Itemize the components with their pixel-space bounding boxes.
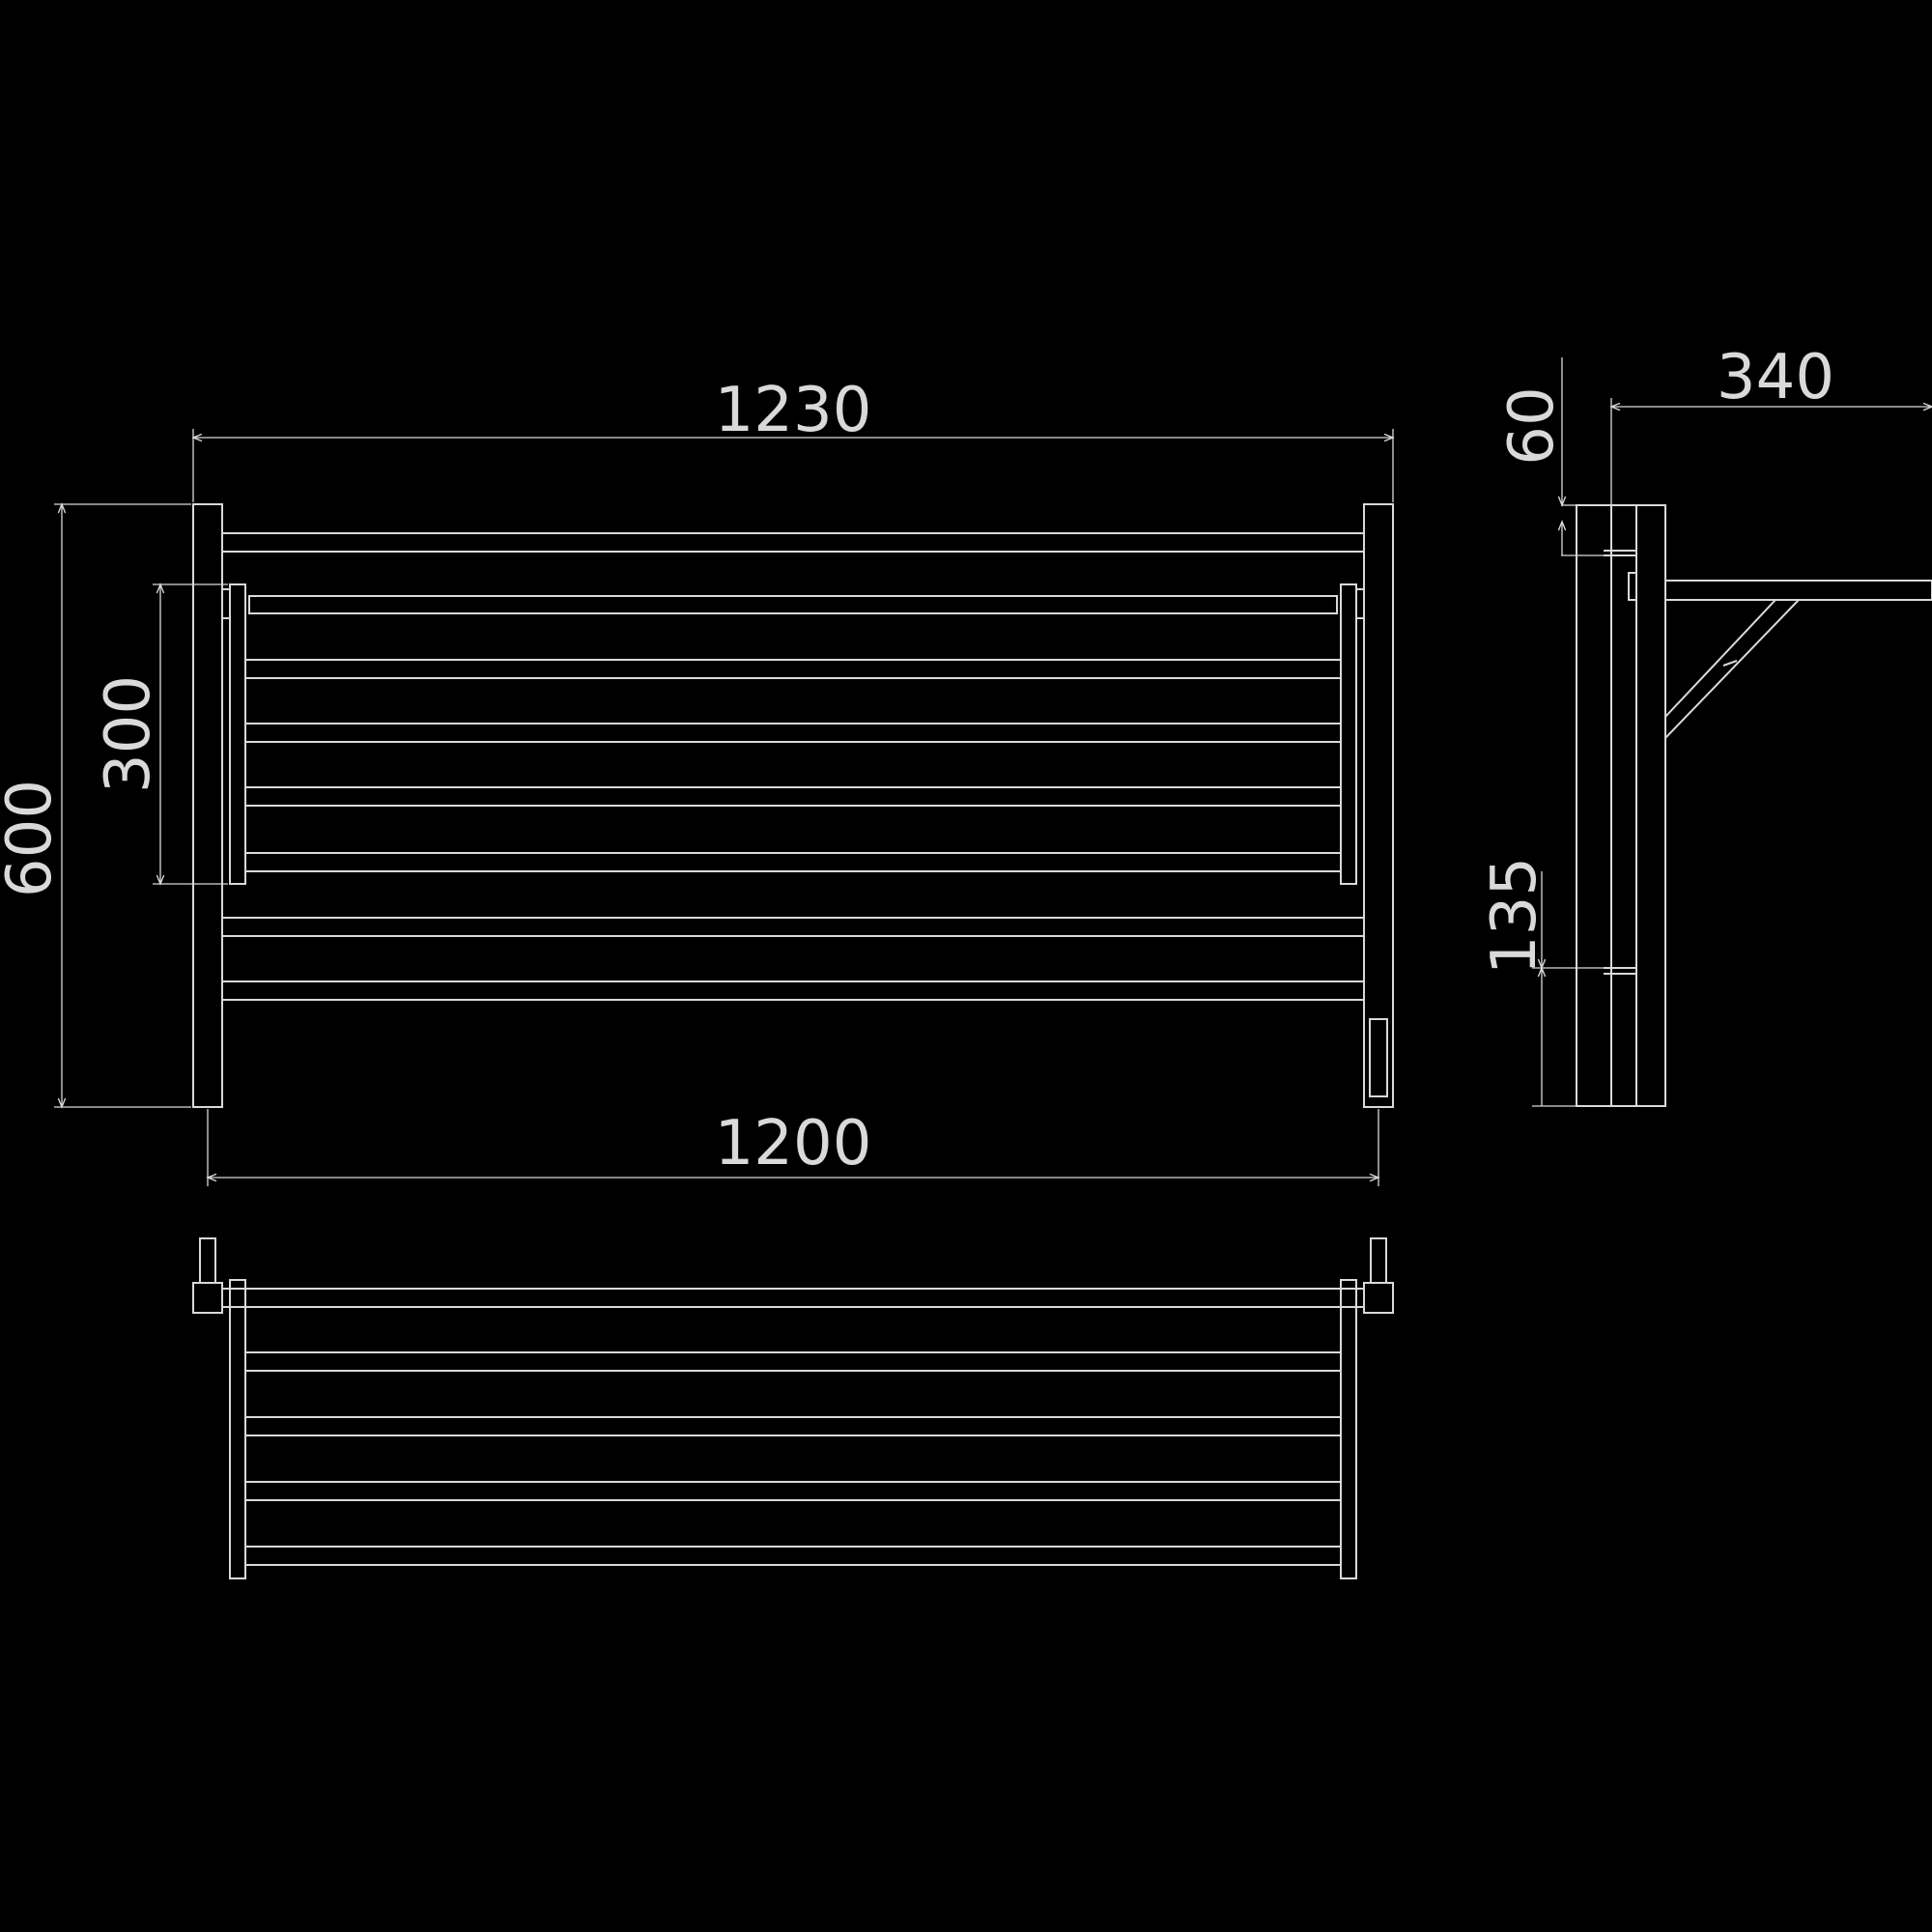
front-shelf-bar (244, 852, 1342, 872)
front-lower-bar (221, 917, 1365, 937)
label-bottom-offset: 135 (1479, 857, 1550, 975)
front-view (192, 503, 1394, 1108)
label-top-offset: 60 (1496, 386, 1568, 465)
front-shelf-bar (244, 723, 1342, 743)
front-shelf-bar (244, 659, 1342, 679)
front-right-post (1363, 503, 1394, 1108)
top-wall-rail (221, 1288, 1365, 1308)
side-post (1635, 504, 1666, 1107)
side-wall-plate (1576, 504, 1612, 1107)
top-shelf-bar (244, 1416, 1342, 1436)
front-lower-bar (221, 980, 1365, 1001)
front-top-bar (221, 532, 1365, 553)
front-left-bracket-tab (221, 588, 231, 619)
front-right-bracket-tab (1355, 588, 1365, 619)
top-shelf-bar (244, 1481, 1342, 1501)
side-diagonal-strut (1664, 599, 1802, 741)
front-power-switch (1369, 1018, 1388, 1097)
front-dimensions (54, 429, 1395, 1186)
side-bracket-tab (1628, 572, 1637, 601)
side-view (1576, 504, 1932, 1107)
label-depth: 340 (1717, 342, 1834, 413)
label-shelf-height: 300 (93, 675, 164, 793)
front-dimension-labels: 1230 1200 600 300 (0, 375, 871, 1179)
side-dimension-labels: 340 60 135 (1479, 342, 1834, 975)
front-left-post (192, 503, 223, 1108)
side-dimensions (1532, 357, 1932, 1107)
label-overall-width: 1230 (715, 375, 872, 446)
front-shelf-front-bar (248, 595, 1338, 614)
front-shelf-bar (244, 786, 1342, 807)
label-overall-height: 600 (0, 780, 66, 897)
top-view (192, 1237, 1394, 1579)
side-strut-joint (1722, 660, 1738, 667)
top-shelf-bar (244, 1351, 1342, 1372)
label-rail-width: 1200 (715, 1108, 872, 1179)
top-shelf-bar (244, 1546, 1342, 1566)
